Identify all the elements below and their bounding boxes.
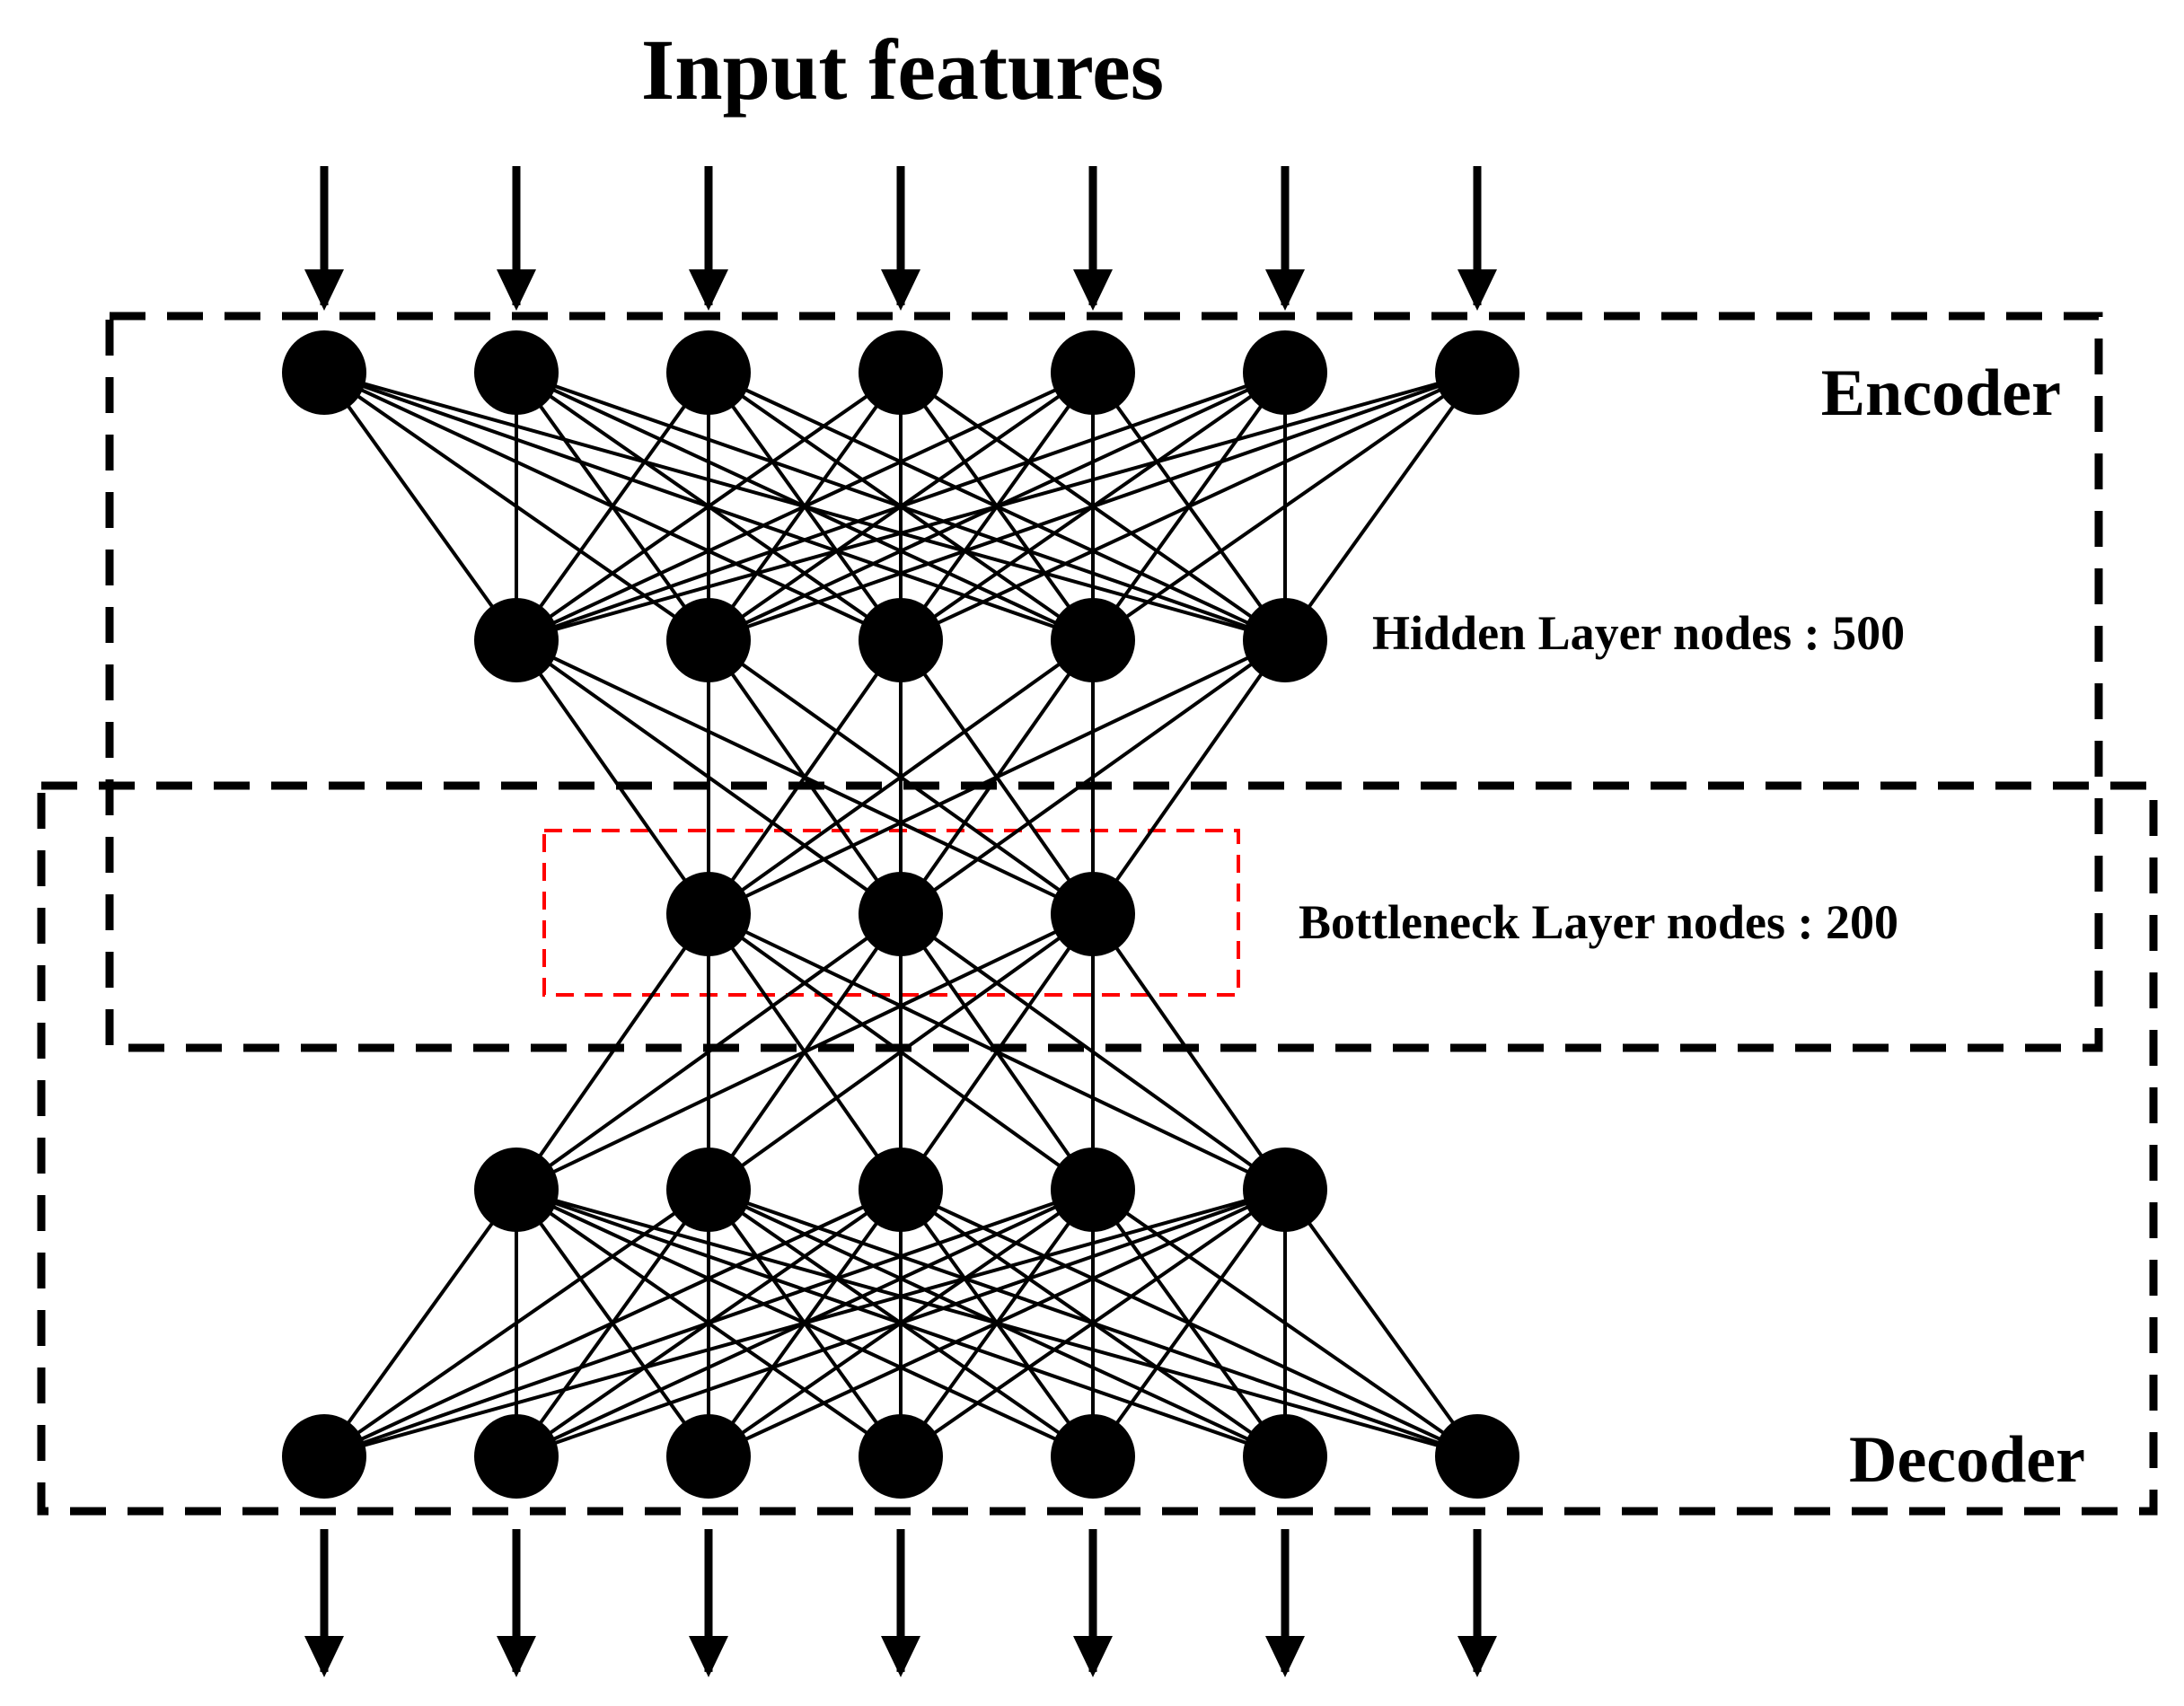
encoder-box — [105, 312, 2103, 1052]
encoder-label: Encoder — [1821, 356, 2061, 430]
edge-bottleneck-3-to-hidden-decoder-3 — [899, 912, 1095, 1192]
flow-arrows — [304, 166, 1497, 1677]
edge-input-7-to-hidden-encoder-2 — [708, 371, 1478, 642]
edge-hidden-decoder-4-to-output-1 — [323, 1188, 1094, 1458]
edge-bottleneck-3-to-hidden-decoder-2 — [707, 912, 1095, 1192]
input-node-1 — [282, 330, 366, 415]
input-node-7 — [1435, 330, 1519, 415]
hidden-encoder-node-3 — [859, 598, 943, 682]
edge-hidden-decoder-5-to-output-1 — [323, 1188, 1286, 1458]
edge-bottleneck-3-to-hidden-decoder-5 — [1091, 912, 1287, 1192]
input-node-4 — [859, 330, 943, 415]
edge-hidden-decoder-1-to-output-1 — [322, 1188, 518, 1458]
edge-hidden-decoder-5-to-output-7 — [1283, 1188, 1479, 1458]
hidden-decoder-node-4 — [1051, 1148, 1135, 1232]
edge-hidden-encoder-5-to-bottleneck-1 — [708, 638, 1286, 916]
bottleneck-node-2 — [859, 872, 943, 956]
edge-input-7-to-hidden-encoder-5 — [1283, 371, 1479, 642]
hidden-encoder-node-4 — [1051, 598, 1135, 682]
edge-input-4-to-hidden-encoder-1 — [515, 371, 903, 642]
hidden-decoder-node-5 — [1243, 1148, 1327, 1232]
edge-bottleneck-2-to-hidden-decoder-1 — [515, 912, 903, 1192]
output-node-5 — [1051, 1414, 1135, 1499]
hidden-decoder-node-3 — [859, 1148, 943, 1232]
decoder-box — [37, 781, 2158, 1516]
input-features-title: Input features — [641, 22, 1164, 118]
edge-input-7-to-hidden-encoder-4 — [1091, 371, 1479, 642]
hidden-decoder-node-2 — [666, 1148, 751, 1232]
edge-hidden-decoder-3-to-output-1 — [323, 1188, 902, 1458]
hidden-encoder-node-1 — [474, 598, 559, 682]
input-node-3 — [666, 330, 751, 415]
edge-hidden-encoder-5-to-bottleneck-2 — [899, 638, 1287, 916]
edge-hidden-encoder-3-to-bottleneck-1 — [707, 638, 903, 916]
edge-bottleneck-1-to-hidden-decoder-1 — [515, 912, 710, 1192]
decoder-label: Decoder — [1849, 1423, 2085, 1497]
network-nodes — [282, 330, 1519, 1499]
edge-hidden-decoder-5-to-output-5 — [1091, 1188, 1287, 1458]
network-edges — [322, 371, 1479, 1458]
bottleneck-layer-label: Bottleneck Layer nodes : 200 — [1299, 895, 1898, 949]
hidden-decoder-node-1 — [474, 1148, 559, 1232]
edge-hidden-decoder-5-to-output-2 — [515, 1188, 1286, 1458]
hidden-encoder-node-5 — [1243, 598, 1327, 682]
edge-input-1-to-hidden-encoder-1 — [322, 371, 518, 642]
edge-hidden-encoder-1-to-bottleneck-1 — [515, 638, 710, 916]
edge-hidden-decoder-5-to-output-4 — [899, 1188, 1287, 1458]
edge-input-6-to-hidden-encoder-1 — [515, 371, 1286, 642]
bottleneck-node-1 — [666, 872, 751, 956]
hidden-layer-label: Hidden Layer nodes : 500 — [1372, 606, 1905, 660]
edge-input-3-to-hidden-encoder-1 — [515, 371, 710, 642]
output-node-6 — [1243, 1414, 1327, 1499]
input-node-2 — [474, 330, 559, 415]
edge-hidden-encoder-5-to-bottleneck-3 — [1091, 638, 1287, 916]
output-node-4 — [859, 1414, 943, 1499]
edge-bottleneck-3-to-hidden-decoder-1 — [515, 912, 1094, 1192]
edge-input-5-to-hidden-encoder-1 — [515, 371, 1094, 642]
edge-hidden-decoder-2-to-output-1 — [322, 1188, 710, 1458]
output-node-7 — [1435, 1414, 1519, 1499]
input-node-6 — [1243, 330, 1327, 415]
edge-input-7-to-hidden-encoder-1 — [515, 371, 1478, 642]
edge-hidden-decoder-5-to-output-3 — [708, 1188, 1286, 1458]
input-node-5 — [1051, 330, 1135, 415]
bottleneck-box — [542, 829, 1240, 997]
output-node-1 — [282, 1414, 366, 1499]
bottleneck-node-3 — [1051, 872, 1135, 956]
output-node-2 — [474, 1414, 559, 1499]
edge-hidden-encoder-4-to-bottleneck-1 — [707, 638, 1095, 916]
edge-input-7-to-hidden-encoder-3 — [900, 371, 1478, 642]
hidden-encoder-node-2 — [666, 598, 751, 682]
output-node-3 — [666, 1414, 751, 1499]
